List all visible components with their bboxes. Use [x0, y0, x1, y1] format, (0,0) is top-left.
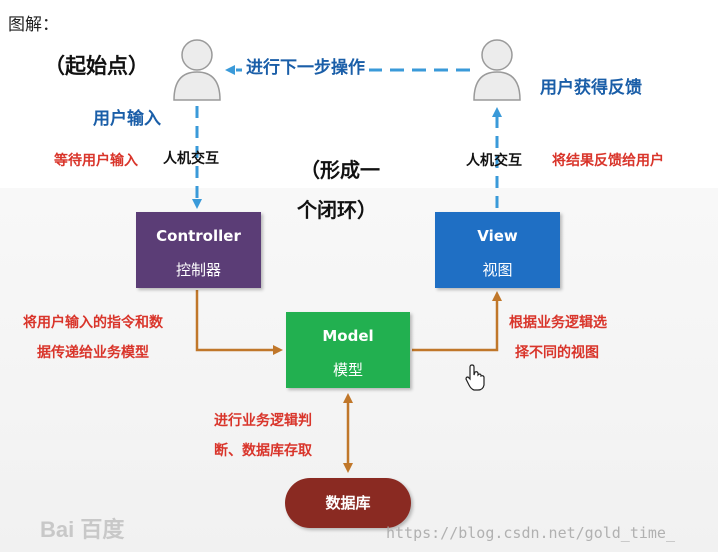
user-feedback-label: 用户获得反馈	[540, 78, 642, 98]
model-db-label-1: 进行业务逻辑判	[214, 413, 312, 429]
controller-cn-label: 控制器	[175, 261, 221, 279]
wait-input-label: 等待用户输入	[54, 153, 138, 169]
user-input-label: 用户输入	[93, 109, 161, 129]
view-box: View 视图	[435, 212, 560, 288]
closed-loop-label-1: （形成一	[300, 158, 380, 182]
view-cn-label: 视图	[482, 261, 513, 279]
model-to-view-label-1: 根据业务逻辑选	[509, 315, 607, 331]
closed-loop-label-2: 个闭环）	[297, 198, 377, 222]
user-icon	[473, 39, 521, 101]
ctrl-to-model-label-1: 将用户输入的指令和数	[23, 315, 163, 331]
controller-box: Controller 控制器	[136, 212, 261, 288]
controller-to-model-arrow	[195, 290, 283, 355]
csdn-watermark: https://blog.csdn.net/gold_time_	[386, 524, 675, 542]
model-en-label: Model	[322, 327, 374, 345]
model-box: Model 模型	[286, 312, 410, 388]
ctrl-to-model-label-2: 据传递给业务模型	[37, 345, 149, 361]
model-to-view-arrow	[412, 291, 502, 352]
baidu-watermark: Bai 百度	[40, 517, 125, 542]
hand-cursor-icon	[465, 364, 485, 391]
hci-right-label: 人机交互	[466, 153, 522, 169]
user-icon	[173, 39, 221, 101]
caption: 图解：	[8, 15, 59, 35]
hci-left-label: 人机交互	[163, 151, 219, 167]
feedback-result-label: 将结果反馈给用户	[552, 153, 664, 169]
controller-en-label: Controller	[156, 227, 241, 245]
model-cn-label: 模型	[332, 361, 363, 379]
database-node: 数据库	[285, 478, 411, 528]
view-en-label: View	[477, 227, 518, 245]
next-step-label: 进行下一步操作	[242, 60, 369, 77]
model-to-view-label-2: 择不同的视图	[515, 345, 599, 361]
model-db-label-2: 断、数据库存取	[214, 443, 312, 459]
start-point-label: （起始点）	[44, 54, 149, 78]
